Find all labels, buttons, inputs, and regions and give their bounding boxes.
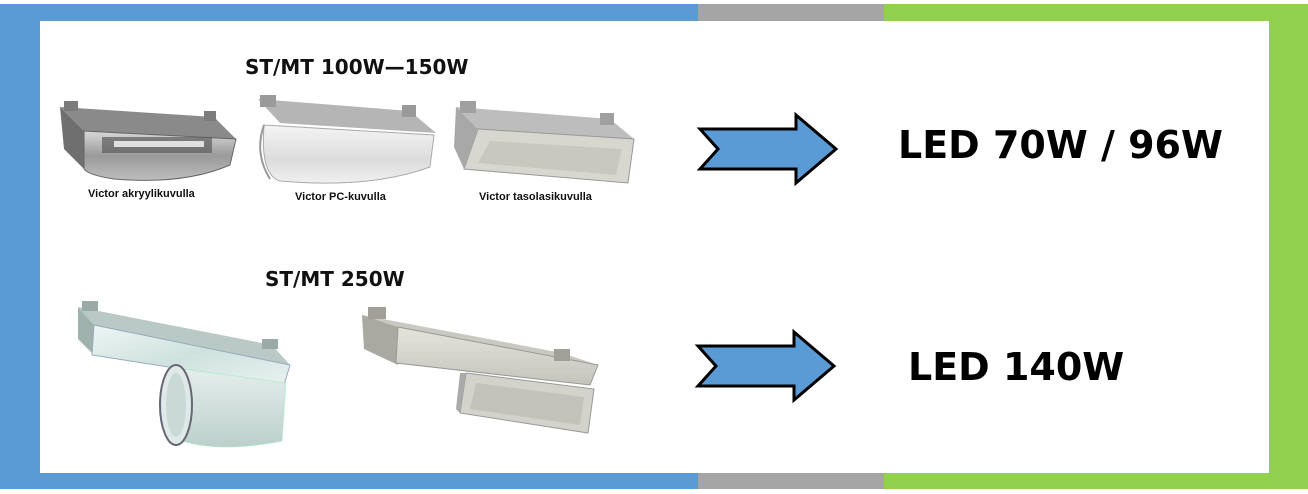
- flat-glass-luminaire-icon: [454, 101, 635, 184]
- luminaire-caption: Victor akryylikuvulla: [88, 188, 195, 200]
- acrylic-cover-luminaire-icon: [60, 101, 237, 181]
- replacement-label: LED 70W / 96W: [898, 123, 1223, 167]
- cylinder-reflector-luminaire-icon: [78, 301, 291, 448]
- luminaire-caption: Victor tasolasikuvulla: [479, 191, 592, 203]
- group-bottom-title: ST/MT 250W: [265, 267, 405, 291]
- luminaire-caption: Victor PC-kuvulla: [295, 191, 386, 203]
- content-panel: ST/MT 100W—150W Victor akryylikuvulla: [40, 21, 1269, 473]
- box-reflector-luminaire-icon: [362, 307, 599, 434]
- right-arrow-icon: [696, 111, 839, 187]
- right-arrow-icon: [694, 328, 837, 404]
- group-top-title: ST/MT 100W—150W: [245, 55, 469, 79]
- replacement-label: LED 140W: [908, 345, 1125, 389]
- border-top-edge: [0, 0, 1308, 4]
- pc-cover-luminaire-icon: [258, 95, 436, 184]
- border-bottom-edge: [0, 489, 1308, 494]
